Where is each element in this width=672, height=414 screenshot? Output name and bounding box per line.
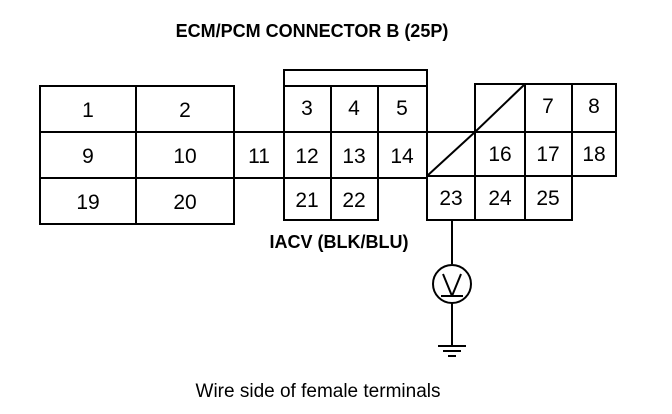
pin-13: 13 <box>342 145 365 168</box>
voltmeter-v-left <box>442 273 453 297</box>
pin-25: 25 <box>536 187 559 210</box>
pin-9: 9 <box>82 145 94 168</box>
voltmeter-icon <box>432 264 472 304</box>
pin-8: 8 <box>588 95 600 118</box>
empty-slot-diagonal <box>426 131 476 177</box>
pin-16: 16 <box>488 143 511 166</box>
pin-17: 17 <box>536 143 559 166</box>
pin-3: 3 <box>301 97 313 120</box>
pin-24: 24 <box>488 187 512 210</box>
iacv-label: IACV (BLK/BLU) <box>270 232 409 252</box>
pin-12: 12 <box>295 145 318 168</box>
right-block <box>426 83 617 221</box>
pin-19: 19 <box>76 191 99 214</box>
pin-5: 5 <box>396 97 408 120</box>
pin-21: 21 <box>295 189 318 212</box>
pin-20: 20 <box>173 191 196 214</box>
pin-11: 11 <box>248 145 270 168</box>
pin-7: 7 <box>542 95 554 118</box>
diagram-title: ECM/PCM CONNECTOR B (25P) <box>176 21 449 41</box>
pin-18: 18 <box>582 143 605 166</box>
voltmeter-v-right <box>451 273 462 297</box>
diagram-caption: Wire side of female terminals <box>196 381 441 402</box>
pin-1: 1 <box>82 99 94 122</box>
left-block <box>39 85 235 225</box>
pin-22: 22 <box>342 189 365 212</box>
pin-14: 14 <box>390 145 414 168</box>
pin-23: 23 <box>439 187 462 210</box>
pin-2: 2 <box>179 99 191 122</box>
ground-icon <box>438 345 466 357</box>
pin-4: 4 <box>348 97 360 120</box>
pin-numbers: 1 2 3 4 5 7 8 9 10 11 12 13 14 16 17 18 … <box>76 95 605 214</box>
middle-block <box>283 69 428 221</box>
pin-cell-11 <box>233 131 285 179</box>
empty-slot-diagonal <box>474 83 526 133</box>
voltmeter <box>432 220 472 346</box>
pin-10: 10 <box>173 145 196 168</box>
